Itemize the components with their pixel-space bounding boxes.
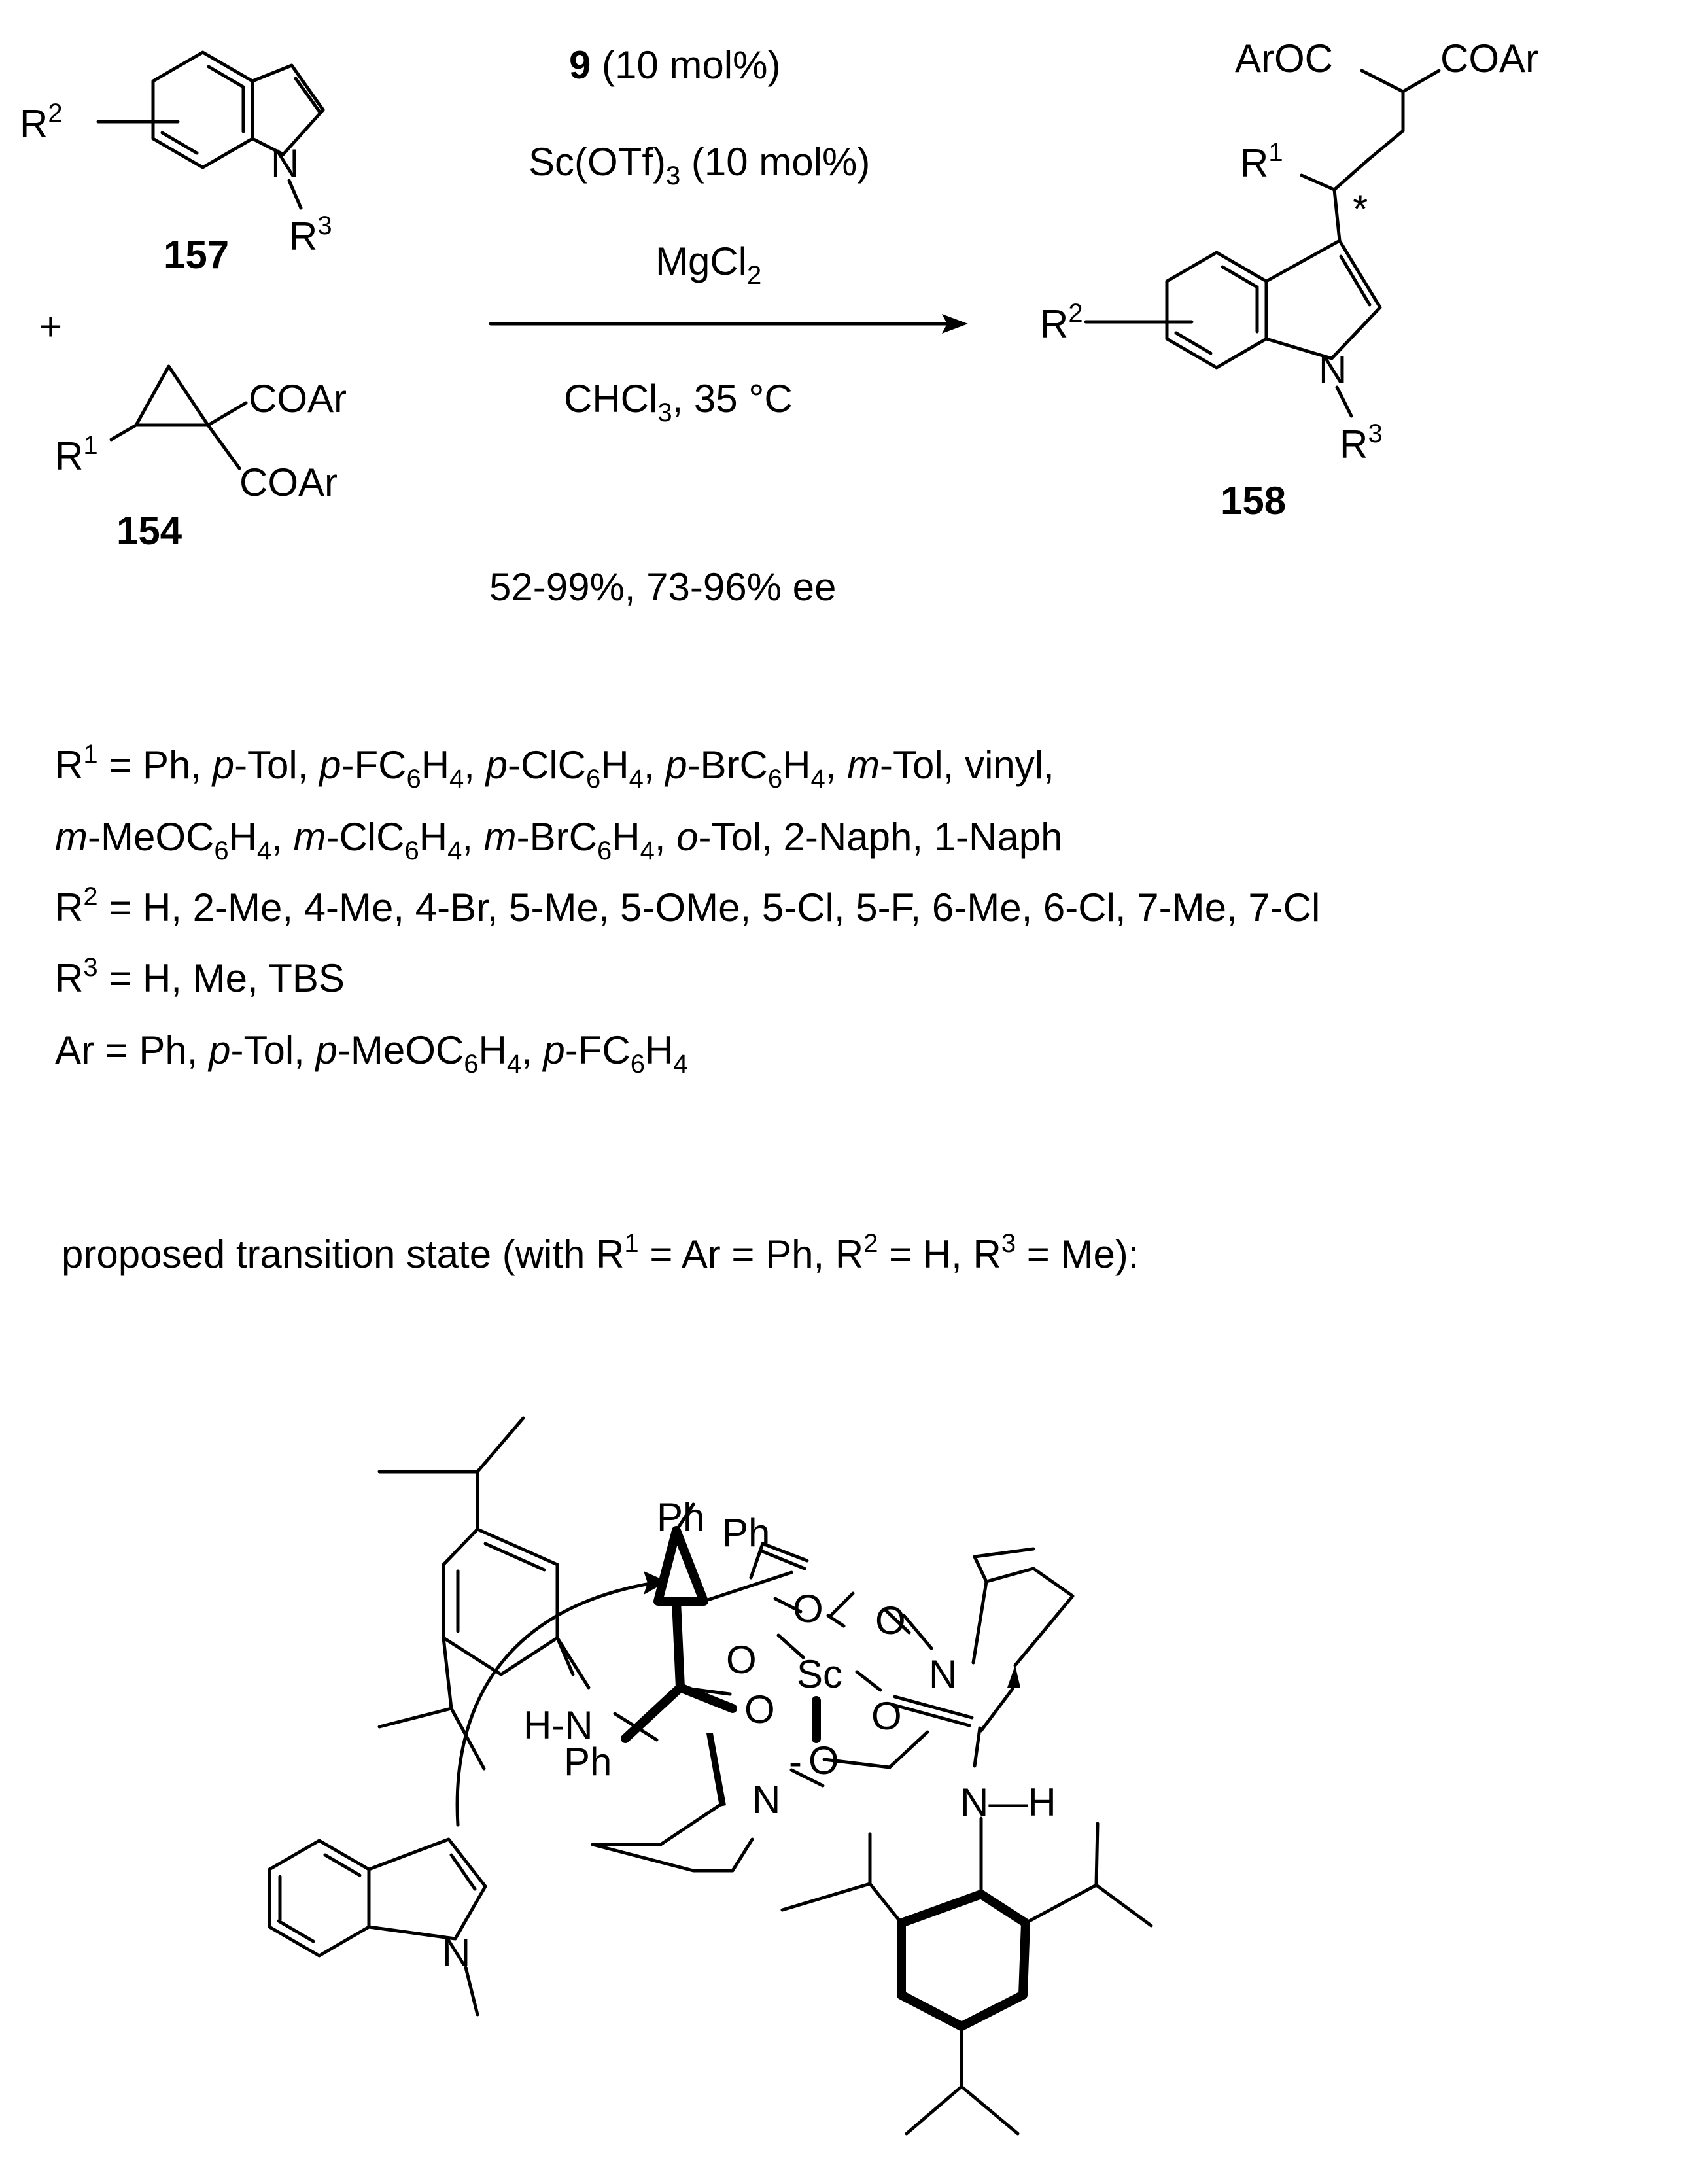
reaction-conditions: 9 (10 mol%) Sc(OTf)3 (10 mol%) MgCl2 CHC… [489, 43, 968, 609]
plus-sign: + [39, 305, 62, 349]
attack-arrow [455, 1581, 656, 1827]
ts-o-bottom: O [808, 1739, 839, 1782]
cyclopropane-coar-bottom: COAr [239, 460, 338, 504]
yield-line: 52-99%, 73-96% ee [489, 565, 836, 609]
additive-line: MgCl2 [655, 239, 761, 290]
reactant-indole-157: N R2 R3 157 [20, 50, 332, 277]
compound-number-158: 158 [1221, 479, 1286, 523]
ts-nh-right: N—H [960, 1780, 1056, 1824]
product-r3-label: R3 [1340, 419, 1383, 466]
solvent-line: CHCl3, 35 °C [564, 377, 793, 427]
ts-minus: - [789, 1740, 802, 1784]
compound-number-157: 157 [164, 233, 229, 277]
ts-o-left-lower: O [744, 1688, 775, 1731]
indole-n-label: N [271, 141, 299, 185]
scope-r3-line: R3 = H, Me, TBS [55, 953, 345, 1000]
cyclopropane-coar-top: COAr [249, 377, 347, 421]
product-aroc-label: ArOC [1235, 37, 1333, 80]
lewis-acid-line: Sc(OTf)3 (10 mol%) [529, 140, 870, 190]
scope-r2-line: R2 = H, 2-Me, 4-Me, 4-Br, 5-Me, 5-OMe, 5… [55, 882, 1320, 929]
product-r2-label: R2 [1040, 299, 1083, 346]
product-158: ArOC COAr R1 * N R2 R3 158 [1040, 37, 1538, 523]
cyclopropane-r1-label: R1 [55, 431, 98, 478]
indole-r2-label: R2 [20, 99, 63, 146]
ts-ph-top: Ph [657, 1495, 704, 1539]
reactant-cyclopropane-154: COAr COAr R1 154 [55, 364, 347, 553]
product-r1-label: R1 [1240, 138, 1283, 185]
catalyst-line: 9 (10 mol%) [569, 43, 780, 87]
compound-number-154: 154 [116, 509, 182, 553]
scope-r1-line1: R1 = Ph, p-Tol, p-FC6H4, p-ClC6H4, p-BrC… [55, 740, 1054, 793]
ts-indole-n: N [442, 1931, 470, 1975]
scope-ar-line: Ar = Ph, p-Tol, p-MeOC6H4, p-FC6H4 [55, 1028, 688, 1079]
ts-hn-left: H-N [523, 1703, 593, 1747]
indole-r3-label: R3 [289, 211, 332, 258]
product-n-label: N [1319, 348, 1347, 392]
ts-n-left: N [752, 1778, 780, 1822]
product-coar-label: COAr [1440, 37, 1538, 80]
ts-o-right-lower: O [871, 1694, 902, 1738]
ts-o-top: O [793, 1587, 823, 1631]
transition-state-caption: proposed transition state (with R1 = Ar … [61, 1229, 1139, 1276]
ts-ph-carbonyl: Ph [722, 1511, 770, 1555]
transition-state-structure: Ph Ph Ph O O O O O O Sc N N - H-N N—H N [268, 1416, 1153, 2136]
ts-ph-lower: Ph [564, 1740, 612, 1784]
stereocenter-star: * [1353, 187, 1368, 231]
ts-scandium: Sc [797, 1652, 842, 1696]
ts-o-right-upper: O [875, 1599, 906, 1642]
substrate-scope: R1 = Ph, p-Tol, p-FC6H4, p-ClC6H4, p-BrC… [55, 740, 1320, 1079]
ts-o-left-upper: O [726, 1638, 757, 1682]
scope-r1-line2: m-MeOC6H4, m-ClC6H4, m-BrC6H4, o-Tol, 2-… [55, 815, 1062, 865]
ts-n-right: N [929, 1652, 957, 1696]
